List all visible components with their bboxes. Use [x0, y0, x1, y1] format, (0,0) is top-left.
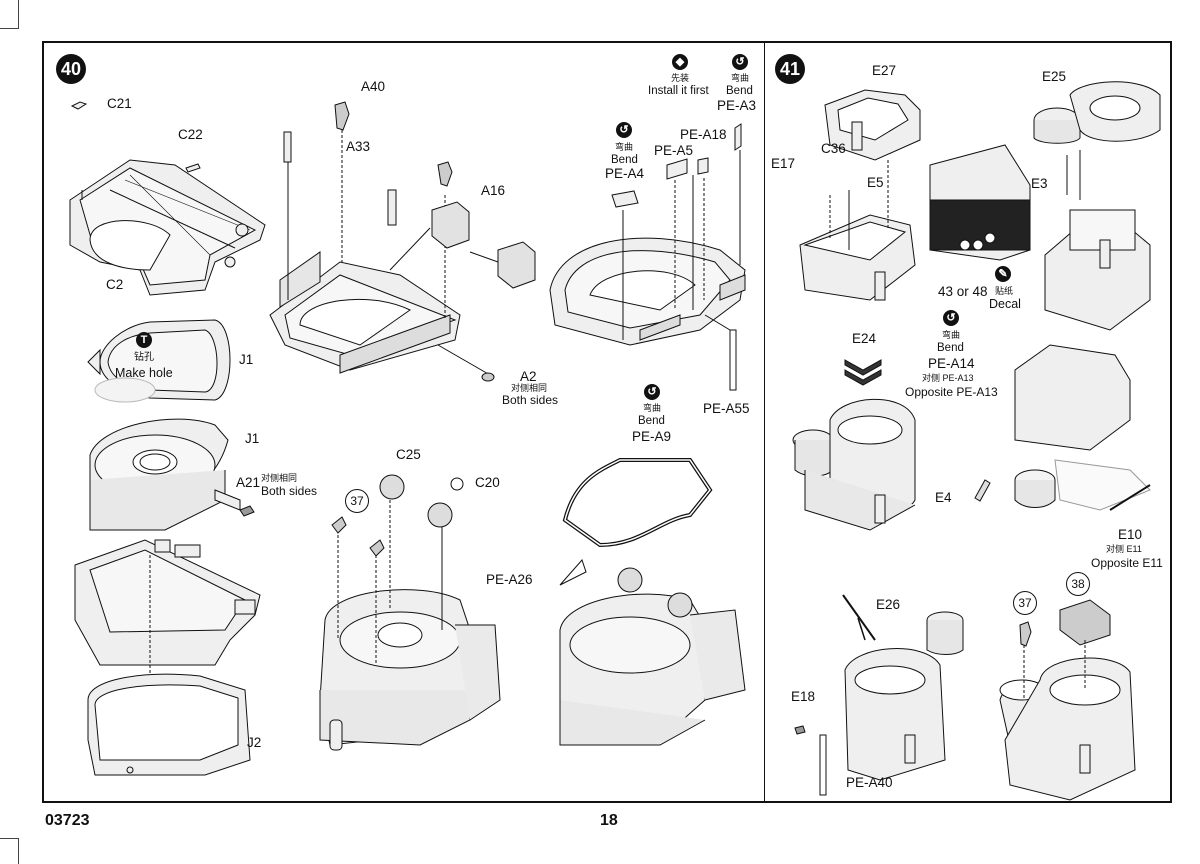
label-pe-a40: PE-A40 — [846, 775, 893, 790]
label-pe-a14: PE-A14 — [928, 356, 975, 371]
label-e4: E4 — [935, 490, 952, 505]
drill-icon: T — [136, 332, 152, 348]
bend-note-cn-a3: 弯曲 — [731, 73, 750, 83]
part-j1-j2-stack-drawing — [74, 539, 261, 776]
a21-note-cn: 对侧相同 — [261, 473, 298, 483]
superstructure-c25-assembly-drawing — [319, 474, 501, 751]
crop-mark-top-left — [0, 0, 19, 29]
a21-note-en: Both sides — [261, 484, 318, 498]
label-c20: C20 — [475, 475, 500, 490]
pe-railing-assembly-drawing — [549, 123, 746, 391]
label-pe-a5: PE-A5 — [654, 143, 694, 158]
label-a2: A2 — [520, 369, 537, 384]
label-pe-a18: PE-A18 — [680, 127, 727, 142]
ref-step-38: 38 — [1066, 572, 1090, 596]
bend-icon-a3: ↺ — [732, 54, 748, 70]
hull-a-assembly-drawing — [269, 101, 536, 382]
install-first-note-cn: 先装 — [671, 73, 690, 83]
opposite-note-en-a13: Opposite PE-A13 — [905, 385, 998, 399]
a2-note-en: Both sides — [502, 393, 559, 407]
decal-43-48-drawing — [929, 144, 1031, 261]
label-e27: E27 — [872, 63, 897, 78]
part-c22-drawing — [185, 163, 201, 173]
crop-mark-bottom-left — [0, 838, 19, 864]
bend-note-en-a4: Bend — [611, 154, 638, 166]
label-pe-a9: PE-A9 — [632, 429, 672, 444]
label-pe-a3: PE-A3 — [717, 98, 757, 113]
label-c22: C22 — [178, 127, 203, 142]
label-pe-a4: PE-A4 — [605, 166, 645, 181]
install-first-icon: ◆ — [672, 54, 688, 70]
label-pe-a55: PE-A55 — [703, 401, 750, 416]
catalog-number: 03723 — [45, 812, 90, 829]
part-e10-assembly-drawing — [974, 344, 1151, 511]
part-j1-top-drawing — [87, 319, 231, 403]
bend-note-en-a14: Bend — [937, 342, 964, 354]
install-first-note-en: Install it first — [648, 85, 709, 97]
opposite-note-en-e11: Opposite E11 — [1091, 556, 1163, 570]
label-e5: E5 — [867, 175, 884, 190]
drill-note-en: Make hole — [115, 366, 173, 380]
part-c21-drawing — [70, 101, 88, 110]
part-c2-drawing — [69, 159, 266, 296]
bend-icon-a14: ↺ — [943, 310, 959, 326]
ref-step-37-a: 37 — [345, 489, 369, 513]
label-c2: C2 — [106, 277, 124, 292]
bend-note-cn-a14: 弯曲 — [942, 330, 961, 340]
decal-numbers: 43 or 48 — [938, 284, 988, 299]
step-40-badge: 40 — [56, 54, 86, 84]
pe-a9-railing-drawing — [559, 458, 746, 746]
label-a16: A16 — [481, 183, 506, 198]
instruction-frame — [42, 41, 1172, 803]
a2-note-cn: 对侧相同 — [511, 383, 548, 393]
label-j1-assembly: J1 — [245, 431, 260, 446]
label-c21: C21 — [107, 96, 132, 111]
e26-e18-assembly-drawing — [794, 594, 964, 796]
bend-icon-a9: ↺ — [644, 384, 660, 400]
step-divider — [764, 41, 765, 803]
label-c25: C25 — [396, 447, 421, 462]
label-pe-a26: PE-A26 — [486, 572, 533, 587]
label-a33: A33 — [346, 139, 371, 154]
label-e10: E10 — [1118, 527, 1143, 542]
label-e24: E24 — [852, 331, 877, 346]
part-j1-assembly-drawing — [89, 418, 255, 531]
opposite-note-cn-e11: 对侧 E11 — [1106, 544, 1142, 554]
drill-note-cn: 钻孔 — [134, 352, 154, 363]
part-e24-drawing — [799, 160, 916, 301]
label-j1-top: J1 — [239, 352, 254, 367]
label-e26: E26 — [876, 597, 901, 612]
decal-note-cn: 贴纸 — [995, 286, 1014, 296]
bend-note-en-a3: Bend — [726, 85, 753, 97]
part-e25-e3-drawing — [1033, 81, 1161, 331]
decal-note-en: Decal — [989, 297, 1021, 311]
pe-a14-assembly-drawing — [792, 359, 916, 531]
label-a21: A21 — [236, 475, 261, 490]
bend-icon-a4: ↺ — [616, 122, 632, 138]
page-number: 18 — [600, 812, 618, 829]
bend-note-cn-a4: 弯曲 — [615, 142, 634, 152]
step-41-badge: 41 — [775, 54, 805, 84]
label-e17: E17 — [771, 156, 796, 171]
label-c36: C36 — [821, 141, 846, 156]
label-j2: J2 — [247, 735, 262, 750]
label-e3: E3 — [1031, 176, 1048, 191]
part-e27-drawing — [824, 89, 921, 161]
label-e18: E18 — [791, 689, 816, 704]
label-e25: E25 — [1042, 69, 1067, 84]
final-superstructure-drawing — [999, 599, 1136, 801]
opposite-note-cn-a13: 对侧 PE-A13 — [922, 373, 974, 383]
bend-note-cn-a9: 弯曲 — [643, 403, 662, 413]
decal-icon: ✎ — [995, 266, 1011, 282]
bend-note-en-a9: Bend — [638, 415, 665, 427]
ref-step-37-b: 37 — [1013, 591, 1037, 615]
label-a40: A40 — [361, 79, 386, 94]
